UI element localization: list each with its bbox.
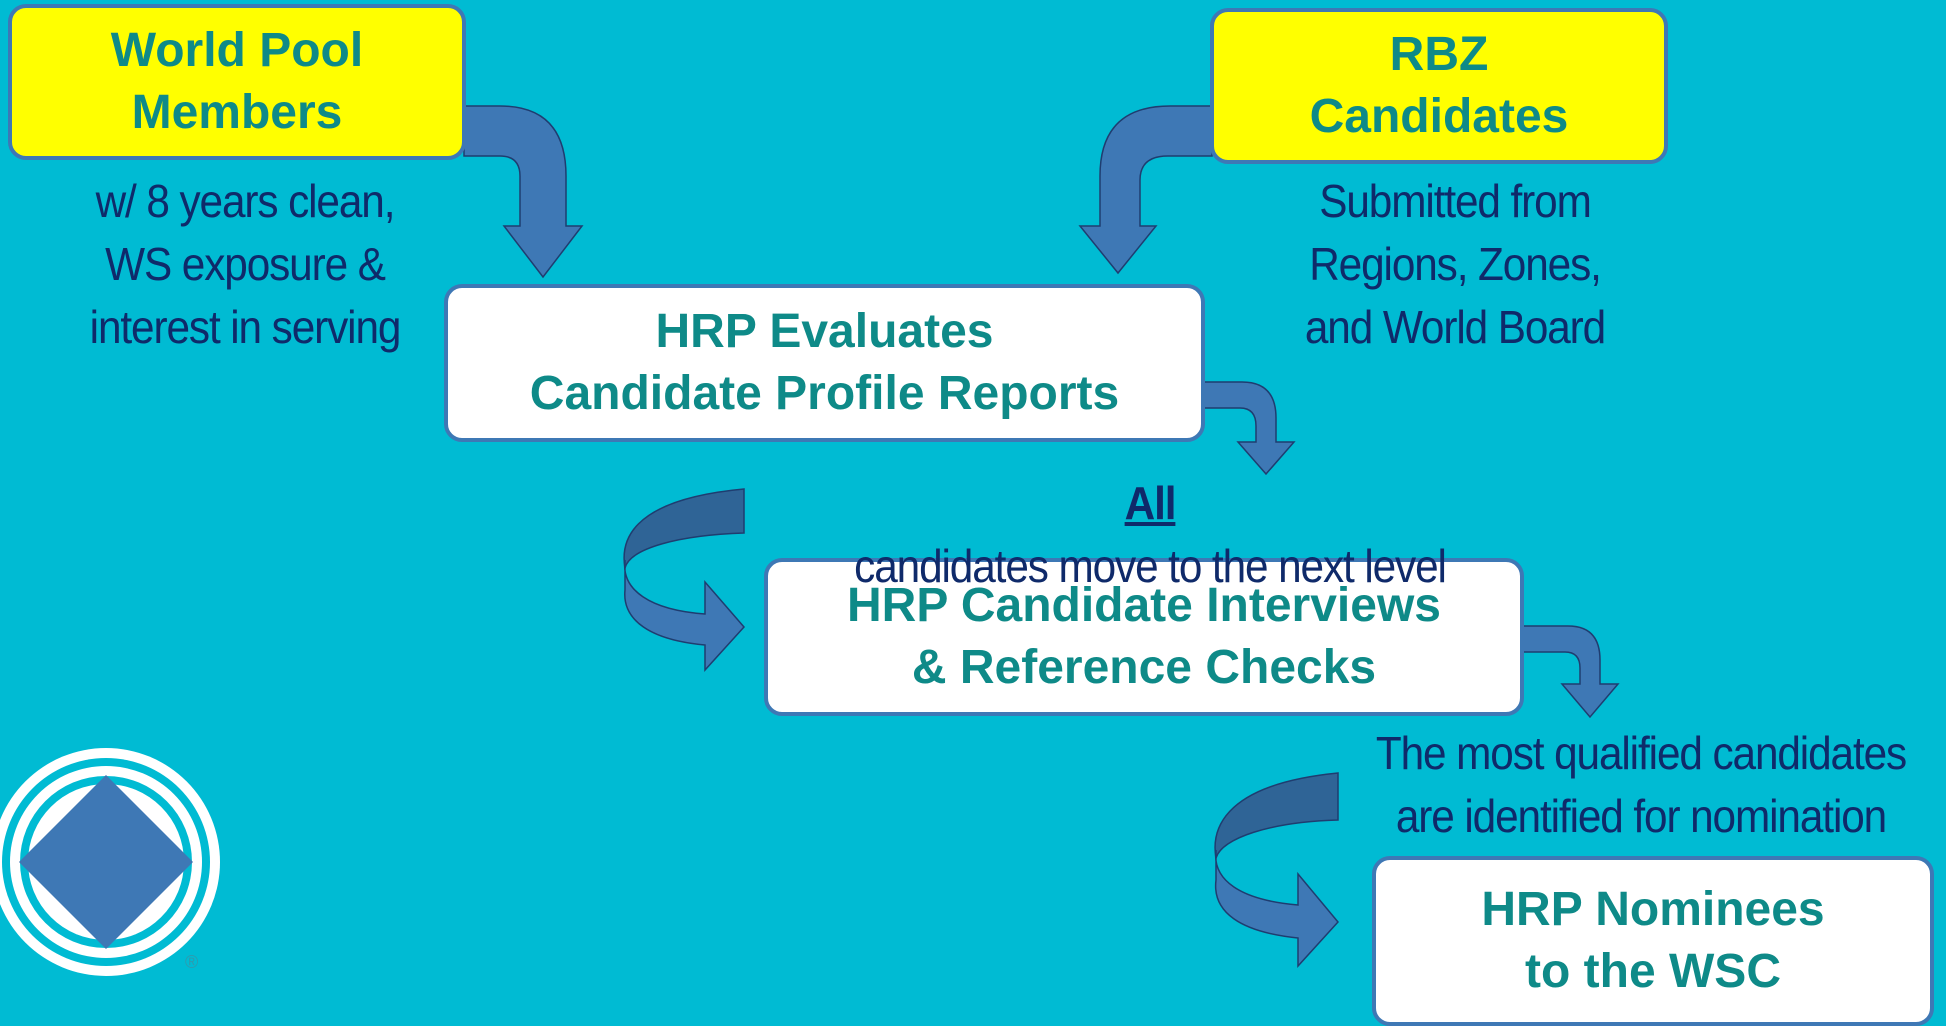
hrp-evaluates-line1: HRP Evaluates	[655, 305, 994, 358]
rbz-source-note: Submitted from Regions, Zones, and World…	[1257, 170, 1653, 359]
all-emphasis: All	[1124, 477, 1177, 529]
hrp-interviews-line1: HRP Candidate Interviews	[847, 579, 1441, 632]
world-pool-note-line3: interest in serving	[89, 301, 402, 353]
world-pool-note-line2: WS exposure &	[105, 238, 386, 290]
curved-arrow-to-nominees-back	[1214, 772, 1339, 859]
curved-arrow-to-interviews-back	[623, 488, 745, 569]
qualified-candidates-note: The most qualified candidates are identi…	[1360, 722, 1921, 848]
rbz-note-line3: and World Board	[1304, 301, 1606, 353]
rbz-line2: Candidates	[1309, 90, 1569, 143]
curved-arrow-to-nominees	[1214, 849, 1339, 968]
hrp-evaluates-line2: Candidate Profile Reports	[529, 367, 1120, 420]
qualified-note-line1: The most qualified candidates	[1375, 727, 1907, 779]
all-candidates-rest: candidates move to the next level	[854, 540, 1447, 592]
rbz-note-line1: Submitted from	[1319, 175, 1592, 227]
arrow-world-pool-to-evaluates	[463, 105, 584, 279]
arrow-interviews-down	[1522, 625, 1620, 719]
logo-icon	[0, 748, 220, 976]
qualified-note-line2: are identified for nomination	[1395, 790, 1887, 842]
arrow-rbz-to-evaluates	[1078, 105, 1213, 275]
world-pool-members-box: World Pool Members	[8, 4, 466, 160]
rbz-note-line2: Regions, Zones,	[1309, 238, 1602, 290]
hrp-evaluates-box: HRP Evaluates Candidate Profile Reports	[444, 284, 1205, 442]
arrow-evaluates-down	[1201, 381, 1296, 476]
registered-mark: ®	[185, 952, 199, 972]
world-pool-line2: Members	[131, 86, 343, 139]
world-pool-criteria-note: w/ 8 years clean, WS exposure & interest…	[47, 170, 443, 359]
hrp-interviews-line2: & Reference Checks	[911, 641, 1377, 694]
hrp-nominees-box: HRP Nominees to the WSC	[1372, 856, 1934, 1026]
hrp-interviews-box: HRP Candidate Interviews & Reference Che…	[764, 558, 1524, 716]
all-candidates-note: All candidates move to the next level	[791, 472, 1509, 598]
rbz-candidates-box: RBZ Candidates	[1210, 8, 1668, 164]
hrp-nominees-line1: HRP Nominees	[1481, 883, 1825, 936]
hrp-nominees-line2: to the WSC	[1525, 945, 1781, 998]
curved-arrow-to-interviews	[623, 559, 746, 672]
rbz-line1: RBZ	[1389, 28, 1489, 81]
world-pool-line1: World Pool	[110, 24, 364, 77]
world-pool-note-line1: w/ 8 years clean,	[95, 175, 396, 227]
